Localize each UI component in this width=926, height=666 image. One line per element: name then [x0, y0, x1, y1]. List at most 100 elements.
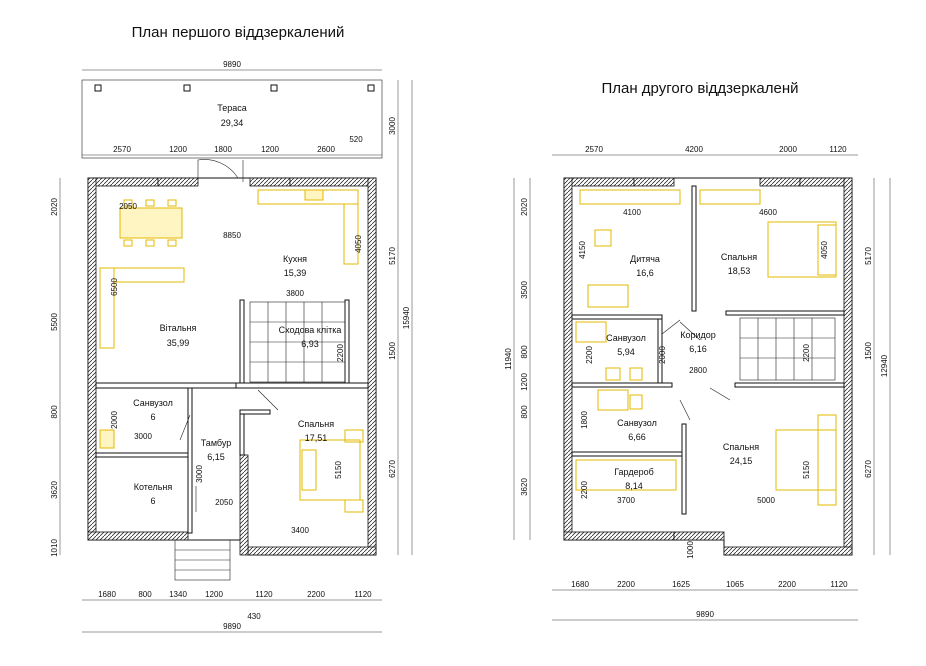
plan1-dim-bottom: 1200 — [205, 590, 223, 599]
plan1-title: План першого віддзеркалений — [132, 24, 345, 41]
plan2-inner-wall — [571, 451, 683, 457]
plan1-dim-bottom-extra: 430 — [247, 612, 261, 621]
plan1-wall — [247, 546, 377, 556]
plan1-dim-bottom: 2200 — [307, 590, 325, 599]
plan1-dim-inner: 3000 — [134, 432, 152, 441]
plan2-dim-bottom: 1680 — [571, 580, 589, 589]
terrace-column — [94, 84, 102, 92]
plan2-inner-wall — [725, 310, 845, 316]
plan1-inner-wall — [239, 413, 245, 456]
plan1-dim-bottom: 1340 — [169, 590, 187, 599]
plan1-dimension-lines — [59, 69, 413, 633]
plan1-entrance-steps — [174, 539, 231, 581]
plan2-dim-bottom: 2200 — [617, 580, 635, 589]
plan1-inner-wall — [344, 299, 350, 384]
plan2-dim-top: 2000 — [779, 145, 797, 154]
living-area: 35,99 — [167, 338, 190, 348]
plan2-dim-right-total: 12940 — [880, 354, 889, 377]
terrace-label: Тераса — [217, 103, 247, 113]
living-label: Вітальня — [160, 323, 197, 333]
plan2-dim-right: 5170 — [864, 247, 873, 265]
plan2-inner-wall — [571, 382, 673, 388]
terrace-area: 29,34 — [221, 118, 244, 128]
bedroom2-area: 24,15 — [730, 456, 753, 466]
vestibule-label: Тамбур — [201, 438, 232, 448]
plan2-dim-left-total: 11940 — [504, 348, 513, 370]
corridor-label: Коридор — [680, 330, 716, 340]
plan1-dim-top: 2570 — [113, 145, 131, 154]
plan2-dim-bottom: 1120 — [830, 580, 848, 589]
plan2-dim-inner: 1800 — [580, 411, 589, 429]
vestibule-area: 6,15 — [207, 452, 225, 462]
plan1-dim-left: 5500 — [50, 313, 59, 331]
plan1-dim-bottom: 800 — [138, 590, 152, 599]
plan1-dim-right: 6270 — [388, 460, 397, 478]
terrace-column — [183, 84, 191, 92]
plan2-dim-inner: 5000 — [757, 496, 775, 505]
plan1-dim-left: 800 — [50, 405, 59, 419]
plan1-dim-left: 2020 — [50, 198, 59, 216]
bath1-area: 5,94 — [617, 347, 635, 357]
plan2-dim-left: 800 — [520, 345, 529, 359]
plan1-dim-inner: 3000 — [195, 465, 204, 483]
plan1-doors — [179, 159, 279, 512]
plan1-wall — [87, 177, 97, 541]
terrace-column — [270, 84, 278, 92]
plan2-outer-wall-outline — [563, 177, 853, 556]
plan2-dim-bottom: 1065 — [726, 580, 744, 589]
plan1-dim-inner: 4050 — [354, 235, 363, 253]
plan1-inner-wall — [95, 452, 192, 458]
plan1-dim-right: 5170 — [388, 247, 397, 265]
stairs-label: Сходова клітка — [279, 325, 342, 335]
plan1-inner-wall — [239, 299, 245, 384]
plan2-dim-inner: 4100 — [623, 208, 641, 217]
terrace-column — [367, 84, 375, 92]
plan2-dim-bottom: 2200 — [778, 580, 796, 589]
plan2-dimension-lines — [513, 154, 891, 621]
plan2-dim-inner: 2200 — [802, 344, 811, 362]
kitchen-area: 15,39 — [284, 268, 307, 278]
plan1-dim-right: 3000 — [388, 117, 397, 135]
plan2-dim-inner: 4150 — [578, 241, 587, 259]
plan2-wall — [563, 177, 635, 187]
plan1-dim-inner: 3800 — [286, 289, 304, 298]
plan2-inner-wall — [691, 185, 697, 312]
plan1-wall — [87, 531, 189, 541]
plan2-wall — [759, 177, 801, 187]
plan1-dim-top: 2600 — [317, 145, 335, 154]
wardrobe-label: Гардероб — [614, 467, 654, 477]
plan1-dim-inner: 3400 — [291, 526, 309, 535]
boiler-label: Котельня — [134, 482, 173, 492]
plan1-staircase — [249, 301, 346, 383]
plan2-wall — [563, 177, 573, 541]
plan2-inner-wall — [571, 314, 663, 320]
plan1-dim-top: 1800 — [214, 145, 232, 154]
bedroom1-area: 18,53 — [728, 266, 751, 276]
plan1-wall — [157, 177, 199, 187]
plan1-dim-bottom: 1120 — [354, 590, 372, 599]
plan1-dim-left: 1010 — [50, 539, 59, 557]
kitchen-label: Кухня — [283, 254, 307, 264]
plan1-wall — [249, 177, 291, 187]
plan2-wall — [633, 177, 675, 187]
plan2-dim-top: 1120 — [829, 145, 847, 154]
plan2-dim-top: 2570 — [585, 145, 603, 154]
bedroom-label: Спальня — [298, 419, 334, 429]
plan2-dim-inner: 2200 — [585, 346, 594, 364]
plan2-staircase — [739, 317, 836, 381]
kids-room-area: 16,6 — [636, 268, 654, 278]
plan2-dim-left: 3620 — [520, 478, 529, 496]
plan2-dim-inner: 3700 — [617, 496, 635, 505]
plan1-furniture — [99, 189, 364, 513]
plan2-wall — [563, 531, 675, 541]
plan1-dim-right-total: 15940 — [402, 306, 411, 329]
plan1-dim-top: 1200 — [169, 145, 187, 154]
plan1-wall — [87, 177, 159, 187]
plan2-dim-inner: 4600 — [759, 208, 777, 217]
bath-area: 6 — [150, 412, 155, 422]
plan1-wall — [289, 177, 377, 187]
plan1-wall — [367, 177, 377, 556]
plan2-dim-bottom-total: 9890 — [696, 610, 714, 619]
plan1-dim-top-total: 9890 — [223, 60, 241, 69]
